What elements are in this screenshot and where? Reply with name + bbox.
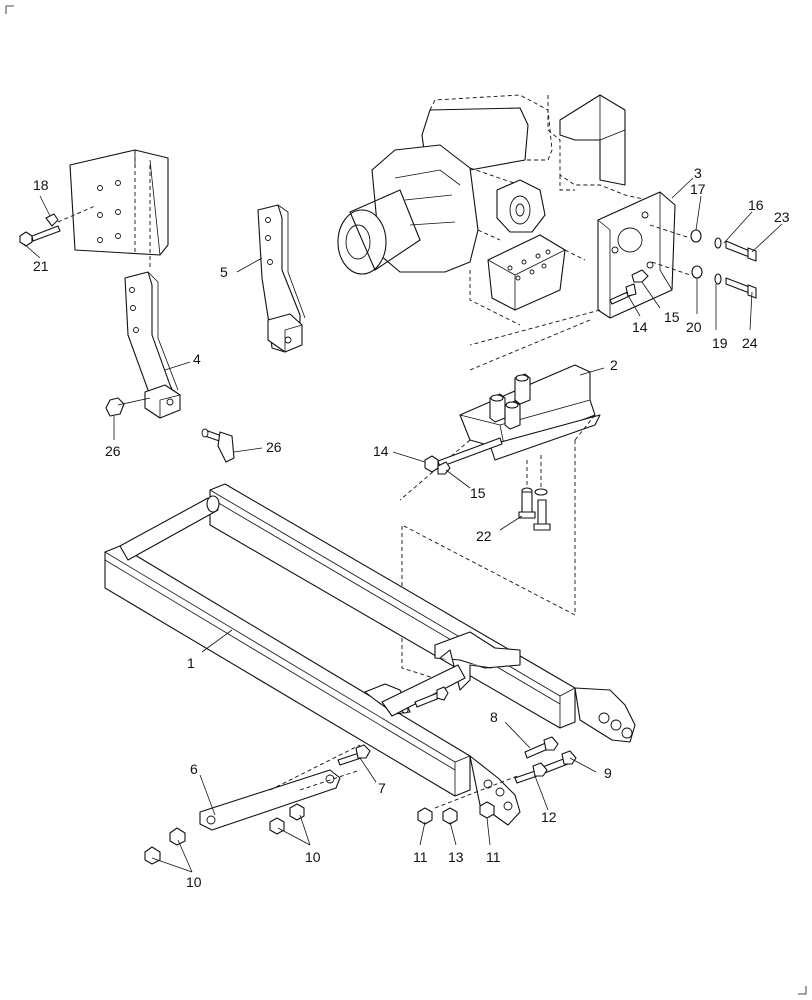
bolt-21-shank bbox=[31, 225, 61, 242]
callout-24: 24 bbox=[742, 335, 758, 351]
callout-13: 13 bbox=[448, 849, 464, 865]
corner-mark-top-left bbox=[5, 5, 14, 14]
bolt-21-head bbox=[19, 231, 33, 247]
lockwasher-19 bbox=[714, 273, 722, 285]
callout-14-lower: 14 bbox=[373, 443, 389, 459]
leader-lines bbox=[23, 177, 783, 873]
callout-7: 7 bbox=[378, 780, 386, 796]
callout-labels: 1 2 3 4 5 6 7 8 9 10 10 11 11 12 13 14 1… bbox=[33, 165, 790, 890]
callout-11-left: 11 bbox=[413, 849, 428, 865]
callout-15-lower: 15 bbox=[470, 485, 486, 501]
part-5-hanger-bracket bbox=[257, 204, 306, 353]
nut-15-upper bbox=[631, 269, 649, 283]
callout-16: 16 bbox=[748, 197, 764, 213]
callout-20: 20 bbox=[686, 319, 702, 335]
washer-17 bbox=[690, 229, 702, 243]
callout-1: 1 bbox=[187, 655, 195, 671]
part-1-main-frame bbox=[104, 483, 636, 826]
fender-panel bbox=[547, 94, 649, 201]
callout-18: 18 bbox=[33, 177, 49, 193]
nut-11-right bbox=[479, 801, 495, 819]
nut-11-left bbox=[417, 807, 433, 825]
callout-5: 5 bbox=[220, 264, 228, 280]
callout-10-right: 10 bbox=[305, 849, 321, 865]
corner-mark-bottom-right bbox=[798, 986, 807, 995]
callout-19: 19 bbox=[712, 335, 728, 351]
callout-9: 9 bbox=[604, 765, 612, 781]
nut-18 bbox=[45, 213, 59, 227]
bolt-22-right bbox=[537, 499, 547, 525]
washer-20 bbox=[691, 265, 703, 279]
tractor-frame-section bbox=[57, 149, 169, 270]
frame-saddle-bolt bbox=[414, 686, 449, 708]
callout-11-right: 11 bbox=[486, 849, 501, 865]
rear-hardware bbox=[417, 736, 577, 825]
bolt-7 bbox=[337, 744, 371, 766]
bolt-22-left bbox=[521, 491, 533, 513]
callout-10-left: 10 bbox=[186, 874, 202, 890]
callout-12: 12 bbox=[541, 809, 557, 825]
clip-26-left bbox=[105, 397, 151, 417]
pin-26-center bbox=[201, 428, 235, 463]
plate-hardware bbox=[401, 437, 576, 681]
callout-17: 17 bbox=[690, 181, 706, 197]
bolt-14-head bbox=[424, 455, 439, 473]
callout-2: 2 bbox=[610, 357, 618, 373]
part-6-link-bar bbox=[199, 744, 361, 831]
part-4-hanger-bracket bbox=[124, 271, 181, 419]
part-3-bracket-plate bbox=[597, 191, 691, 319]
callout-21: 21 bbox=[33, 258, 49, 274]
callout-15-upper: 15 bbox=[664, 309, 680, 325]
callout-6: 6 bbox=[190, 761, 198, 777]
callout-26-center: 26 bbox=[266, 439, 282, 455]
callout-23: 23 bbox=[774, 209, 790, 225]
lockwasher-16 bbox=[714, 237, 722, 249]
part-2-mount-plate bbox=[399, 364, 601, 501]
callout-4: 4 bbox=[193, 351, 201, 367]
frame-bolts bbox=[19, 213, 61, 247]
callout-8: 8 bbox=[490, 709, 498, 725]
callout-26-left: 26 bbox=[105, 443, 121, 459]
tractor-housing bbox=[337, 94, 586, 326]
nut-13 bbox=[442, 807, 458, 825]
callout-22: 22 bbox=[476, 528, 492, 544]
callout-3: 3 bbox=[694, 165, 702, 181]
callout-14-upper: 14 bbox=[632, 319, 648, 335]
